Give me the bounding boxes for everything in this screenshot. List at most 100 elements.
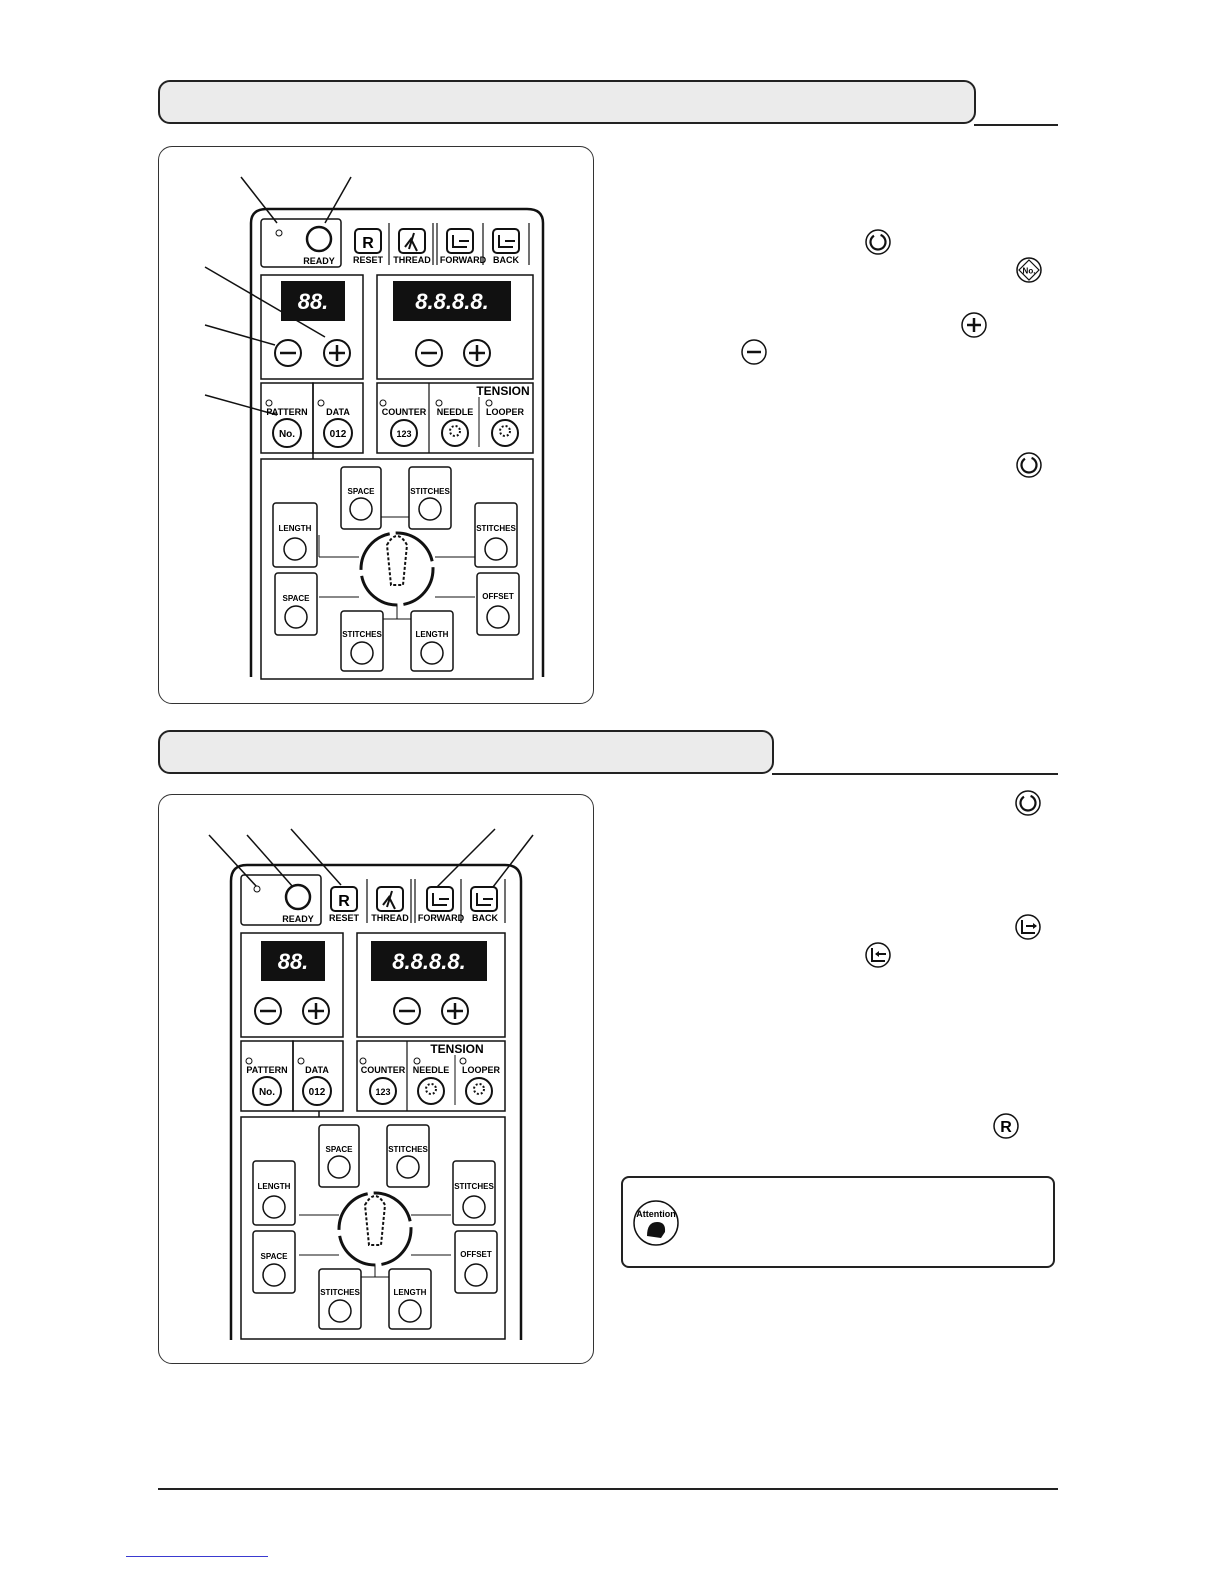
panel-outline xyxy=(249,207,545,677)
minus-icon xyxy=(740,338,768,366)
pattern-no-glyph: No. xyxy=(1023,267,1036,276)
data-key-frame xyxy=(292,1040,344,1112)
ready-label: READY xyxy=(282,914,314,924)
length-left-label: LENGTH xyxy=(279,524,312,533)
counter-glyph: 123 xyxy=(375,1087,390,1097)
counter-button xyxy=(369,1077,397,1105)
space-left-label: SPACE xyxy=(261,1252,289,1261)
data-button xyxy=(323,418,353,448)
stitches-top-label: STITCHES xyxy=(388,1145,428,1154)
counter-tension-frame xyxy=(376,382,534,454)
footer-link-underline xyxy=(126,1556,268,1557)
counter-button xyxy=(390,419,418,447)
needle-button xyxy=(441,419,469,447)
section-2-rule xyxy=(772,773,1058,775)
ready-icon xyxy=(864,228,892,256)
callout-line xyxy=(240,176,278,224)
ready-group-frame xyxy=(240,874,322,926)
attention-box: Attention xyxy=(621,1176,1055,1268)
stitches-right-label: STITCHES xyxy=(454,1182,494,1191)
reset-glyph: R xyxy=(338,893,350,910)
needle-label: NEEDLE xyxy=(413,1065,450,1075)
ready-lamp xyxy=(275,229,283,237)
small-display xyxy=(261,941,325,981)
counter-label: COUNTER xyxy=(361,1065,406,1075)
reset-button xyxy=(330,886,358,912)
small-display-digits: 88. xyxy=(298,289,329,314)
reset-glyph: R xyxy=(362,235,374,252)
buttonhole-shape-center xyxy=(337,1191,413,1267)
callout-line xyxy=(208,834,258,888)
attention-label: Attention xyxy=(636,1209,676,1219)
offset-right-label: OFFSET xyxy=(460,1250,492,1259)
ready-lamp xyxy=(253,885,261,893)
tension-label: TENSION xyxy=(430,1042,483,1056)
forward-label: FORWARD xyxy=(440,255,487,265)
back-label: BACK xyxy=(472,913,498,923)
section-1-title-bar xyxy=(158,80,976,124)
ready-label: READY xyxy=(303,256,335,266)
length-left-label: LENGTH xyxy=(258,1182,291,1191)
section-1-rule xyxy=(974,124,1058,126)
data-button xyxy=(302,1076,332,1106)
counter-tension-frame xyxy=(356,1040,506,1112)
thread-label: THREAD xyxy=(371,913,409,923)
section-2-title-bar xyxy=(158,730,774,774)
small-display-frame xyxy=(240,932,344,1038)
data-label: DATA xyxy=(326,407,350,417)
looper-button xyxy=(465,1077,493,1105)
callout-line xyxy=(204,324,276,346)
reset-label: RESET xyxy=(353,255,384,265)
reset-label: RESET xyxy=(329,913,360,923)
stitches-bottom-label: STITCHES xyxy=(342,630,382,639)
data-glyph: 012 xyxy=(330,429,347,440)
space-left-label: SPACE xyxy=(283,594,311,603)
ready-button xyxy=(305,225,333,253)
space-top-label: SPACE xyxy=(326,1145,354,1154)
data-glyph: 012 xyxy=(309,1087,326,1098)
pattern-label: PATTERN xyxy=(266,407,307,417)
ready-button xyxy=(284,883,312,911)
large-display xyxy=(393,281,511,321)
thread-label: THREAD xyxy=(393,255,431,265)
large-display-digits: 8.8.8.8. xyxy=(415,289,488,314)
figure-1-operation-panel: READY R RESET THREAD FORWARD BACK 88. 8.… xyxy=(158,146,594,704)
looper-label: LOOPER xyxy=(486,407,525,417)
callout-line xyxy=(246,834,294,888)
tension-label: TENSION xyxy=(476,384,529,398)
callout-line xyxy=(204,394,278,416)
operation-panel-diagram-2: READY R RESET THREAD FORWARD BACK 88. 8.… xyxy=(208,828,534,1340)
callout-line xyxy=(324,176,352,224)
reset-icon: R xyxy=(992,1112,1020,1140)
operation-panel-diagram-1: READY R RESET THREAD FORWARD BACK 88. 8.… xyxy=(204,176,545,680)
length-bottom-label: LENGTH xyxy=(416,630,449,639)
panel-outline xyxy=(229,863,523,1340)
figure-2-operation-panel: READY R RESET THREAD FORWARD BACK 88. 8.… xyxy=(158,794,594,1364)
forward-icon xyxy=(1014,913,1042,941)
pattern-glyph: No. xyxy=(259,1087,275,1098)
data-label: DATA xyxy=(305,1065,329,1075)
small-display xyxy=(281,281,345,321)
needle-button xyxy=(417,1077,445,1105)
needle-label: NEEDLE xyxy=(437,407,474,417)
stitch-block-frame xyxy=(260,458,534,680)
stitches-top-label: STITCHES xyxy=(410,487,450,496)
large-display-frame xyxy=(356,932,506,1038)
pattern-no-icon: No. xyxy=(1015,256,1043,284)
buttonhole-shape-center xyxy=(359,531,435,607)
looper-label: LOOPER xyxy=(462,1065,501,1075)
large-display-digits: 8.8.8.8. xyxy=(392,949,465,974)
space-top-label: SPACE xyxy=(348,487,376,496)
large-display-frame xyxy=(376,274,534,380)
small-display-digits: 88. xyxy=(278,949,309,974)
reset-icon-glyph: R xyxy=(1000,1119,1012,1136)
counter-label: COUNTER xyxy=(382,407,427,417)
back-label: BACK xyxy=(493,255,519,265)
ready-icon xyxy=(1015,451,1043,479)
pattern-button xyxy=(252,1076,282,1106)
ready-icon xyxy=(1014,789,1042,817)
looper-button xyxy=(491,419,519,447)
pattern-label: PATTERN xyxy=(246,1065,287,1075)
stitches-bottom-label: STITCHES xyxy=(320,1288,360,1297)
pattern-glyph: No. xyxy=(279,429,295,440)
